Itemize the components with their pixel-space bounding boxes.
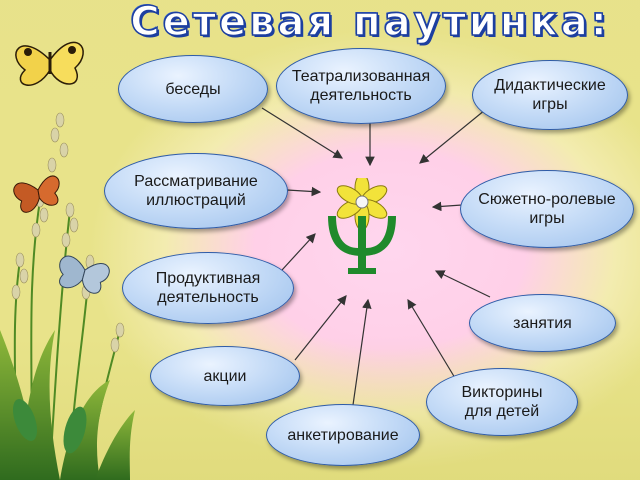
node-survey: анкетирование bbox=[266, 404, 420, 466]
arrow-productive bbox=[281, 233, 316, 271]
node-lessons: занятия bbox=[469, 294, 616, 352]
node-theatrical: Театрализованная деятельность bbox=[276, 48, 446, 124]
arrow-conversations bbox=[261, 107, 344, 159]
flower-psi-icon bbox=[328, 178, 396, 274]
arrow-lessons bbox=[434, 270, 491, 298]
arrow-illustrations bbox=[286, 186, 322, 197]
butterfly-icon bbox=[15, 41, 84, 86]
plant-illustration bbox=[0, 41, 135, 480]
butterfly-icon bbox=[13, 175, 60, 213]
node-didactic: Дидактические игры bbox=[472, 60, 628, 130]
page-title: Сетевая паутинка: bbox=[130, 0, 610, 46]
arrow-quizzes bbox=[407, 298, 456, 379]
node-actions: акции bbox=[150, 346, 300, 406]
node-productive: Продуктивная деятельность bbox=[122, 252, 294, 324]
arrow-survey bbox=[351, 298, 372, 413]
node-illustrations: Рассматривание иллюстраций bbox=[104, 153, 288, 229]
arrow-didactic bbox=[419, 109, 486, 164]
arrow-actions bbox=[294, 295, 347, 361]
node-roleplay: Сюжетно-ролевые игры bbox=[460, 170, 634, 248]
node-conversations: беседы bbox=[118, 55, 268, 123]
node-quizzes: Викторины для детей bbox=[426, 368, 578, 436]
arrow-roleplay bbox=[431, 201, 463, 212]
butterfly-icon bbox=[59, 255, 110, 294]
